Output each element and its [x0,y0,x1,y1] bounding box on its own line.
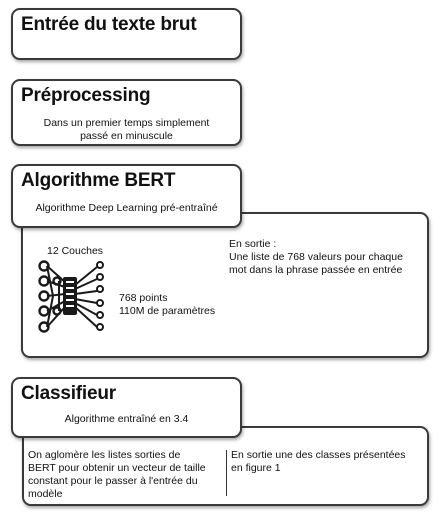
classifier-left-line1: On aglomère les listes sorties de [28,449,181,461]
step-bert-title: Algorithme BERT [21,170,176,191]
classifier-detail-panel: On aglomère les listes sorties de BERT p… [22,426,429,506]
classifier-left-line2: BERT pour obtenir un vecteur de taille [28,462,206,474]
neural-network-icon [38,260,104,333]
step-preprocessing-subtitle-line2: passé en minuscule [80,130,173,142]
step-raw-input-box: Entrée du texte brut [11,8,242,60]
step-raw-input-title: Entrée du texte brut [21,14,197,35]
bert-points-label: 768 points [119,292,168,304]
bert-detail-panel: 12 Couches [21,212,429,358]
step-classifier-subtitle: Algorithme entraîné en 3.4 [64,413,189,425]
step-bert-box: Algorithme BERT Algorithme Deep Learning… [11,164,242,228]
step-classifier-title: Classifieur [21,383,116,404]
classifier-left-line4: modèle [28,488,63,500]
step-classifier-box: Classifieur Algorithme entraîné en 3.4 [11,377,242,438]
step-preprocessing-subtitle-line1: Dans un premier temps simplement [43,117,210,129]
step-bert-subtitle: Algorithme Deep Learning pré-entraîné [35,202,218,214]
classifier-right-line2: en figure 1 [231,462,281,474]
classifier-left-line3: constant pour le passer à l'entrée du [28,475,198,487]
bert-output-line1: En sortie : [229,238,277,250]
bert-params-label: 110M de paramètres [119,305,216,317]
step-preprocessing-title: Préprocessing [21,85,151,106]
classifier-right-line1: En sortie une des classes présentées [231,449,406,461]
bert-output-line2: Une liste de 768 valeurs pour chaque [229,251,403,263]
bert-output-line3: mot dans la phrase passée en entrée [229,264,403,276]
classifier-divider [226,450,227,496]
bert-layers-label: 12 Couches [47,245,104,257]
step-preprocessing-box: Préprocessing Dans un premier temps simp… [11,79,242,146]
